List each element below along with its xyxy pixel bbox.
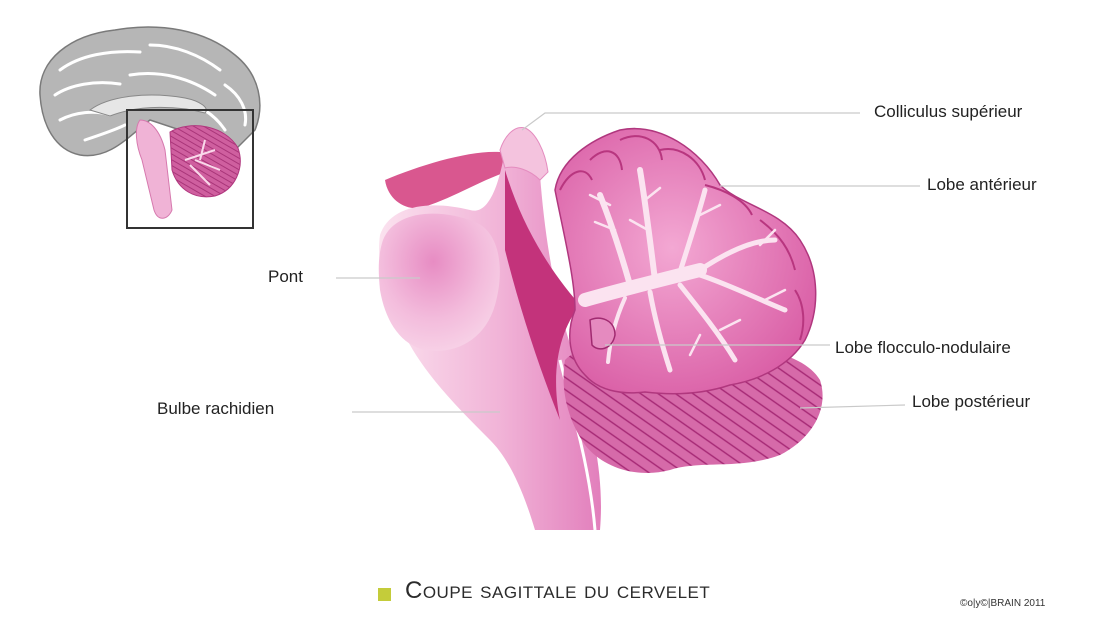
label-lobe-posterieur: Lobe postérieur — [912, 392, 1030, 412]
flocculonodular-lobe — [590, 318, 615, 349]
cerebellum — [555, 129, 823, 473]
title-bullet-square — [378, 588, 391, 601]
label-lobe-flocculo-nodulaire: Lobe flocculo-nodulaire — [835, 338, 1011, 358]
brain-thumbnail — [40, 27, 260, 228]
copyright-notice: ©o|y©|BRAIN 2011 — [960, 598, 1045, 609]
leader-colliculus — [522, 113, 860, 130]
thumb-brainstem — [136, 120, 172, 218]
figure-title-text: Coupe sagittale du cervelet — [405, 577, 710, 605]
figure-title: Coupe sagittale du cervelet — [378, 573, 710, 609]
label-pont: Pont — [268, 267, 303, 287]
label-lobe-anterieur: Lobe antérieur — [927, 175, 1037, 195]
pont — [379, 214, 500, 351]
label-bulbe-rachidien: Bulbe rachidien — [157, 399, 274, 419]
label-colliculus-superieur: Colliculus supérieur — [874, 102, 1022, 122]
